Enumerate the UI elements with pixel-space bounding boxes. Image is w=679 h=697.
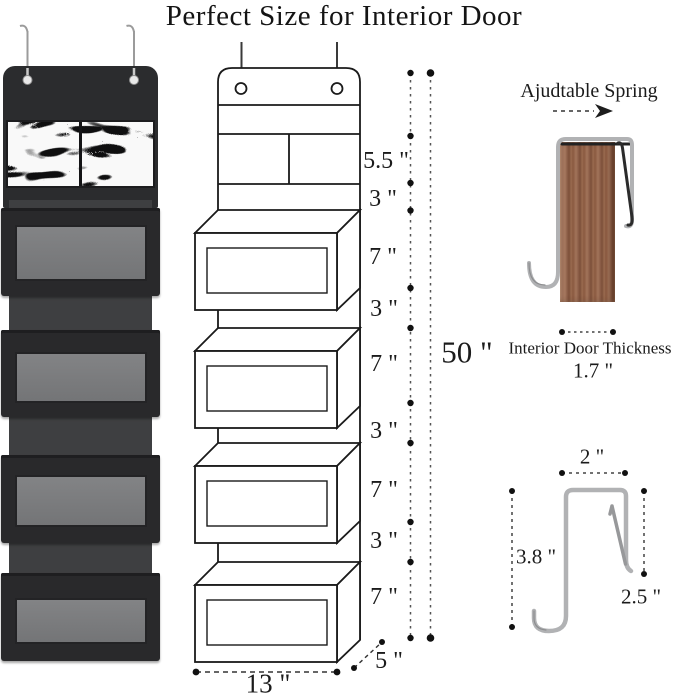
hook-front-drop-label: 2.5 " [620,584,662,609]
section-measurement-label: 7 " [369,244,397,270]
door-thickness-label: Interior Door Thickness [508,338,672,358]
hook-back-height-label: 3.8 " [515,544,557,569]
organizer-top-panel [3,66,158,208]
section-measurement-label: 7 " [370,351,398,377]
hook-top-width-label: 2 " [579,444,605,469]
door-edge-photo [560,142,615,302]
diagram-pocket [192,325,363,431]
pocket-window [15,352,147,403]
pocket-window [15,598,147,644]
hook-back-height-measure-line [509,488,515,630]
total-height-label: 50 " [441,334,493,370]
hook-diagram-icon [531,487,634,634]
section-measurement-label: 3 " [370,296,398,322]
hook-front-drop-measure-line [641,488,647,577]
section-measurement-label: 3 " [370,528,398,554]
fabric-pocket [1,455,160,543]
diagram-pocket [192,440,363,546]
page-title: Perfect Size for Interior Door [165,0,523,32]
dashed-arrow-icon [553,104,613,118]
diagram-pocket [192,559,363,665]
section-measurement-label: 3 " [369,186,397,212]
fabric-pocket [1,330,160,417]
door-bracket-icon [527,137,634,289]
fabric-pocket [1,208,160,296]
clear-window-marble-print [6,120,155,188]
dimension-diagram [192,42,363,665]
total-height-measure-line [426,69,435,642]
depth-measure-line [351,639,385,671]
section-measurement-label: 5.5 " [363,148,409,174]
width-measure-line [192,668,341,676]
section-measurement-label: 3 " [370,418,398,444]
window-divider [79,122,82,186]
section-measure-line [407,69,414,642]
pin-icon [22,68,139,85]
section-measurement-label: 7 " [370,584,398,610]
hanging-wire-icon [19,24,135,66]
door-thickness-measure-line [559,329,616,335]
hook-top-width-measure-line [559,470,628,476]
pocket-window [15,475,147,527]
diagram-pocket [192,207,363,313]
grommet-icon [330,82,344,95]
pocket-window [15,225,147,281]
fabric-pocket [1,573,160,661]
door-thickness-value: 1.7 " [572,358,614,383]
width-label: 13 " [245,668,291,697]
spring-label: Ajudtable Spring [520,80,658,102]
section-measurement-label: 7 " [370,477,398,503]
grommet-icon [234,82,248,95]
depth-label: 5 " [375,648,403,674]
